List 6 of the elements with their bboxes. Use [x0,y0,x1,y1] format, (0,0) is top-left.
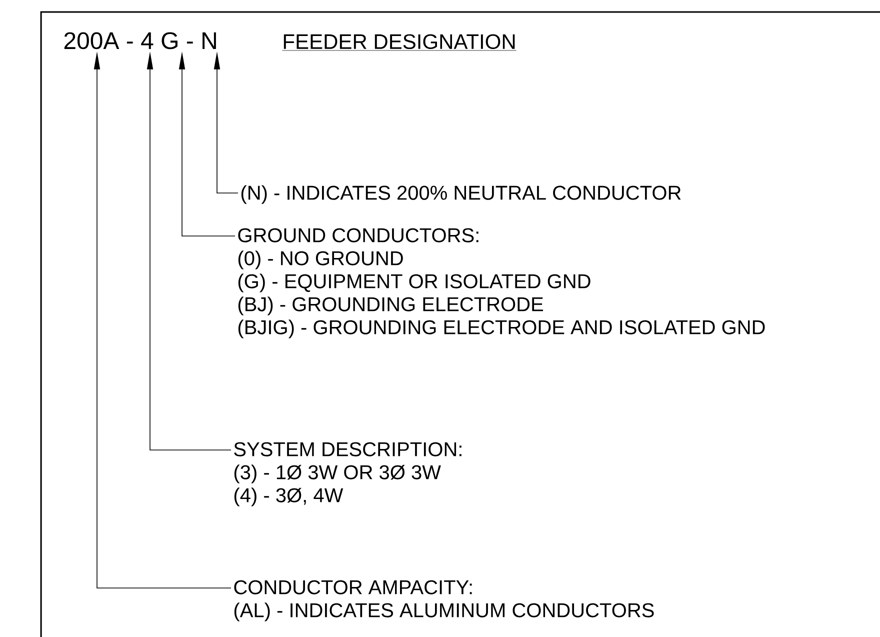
feeder-code: 200A - 4 G - N [64,32,216,50]
title: FEEDER DESIGNATION [282,34,517,51]
description-text: GROUND CONDUCTORS: (0) - NO GROUND (G) - EQUIPMENT OR ISOLATED GND (BJ) - GROUNDING ELECTRODE (BJIG) - GROUNDING ELECTRODE AND ISOLATED GND [238,228,765,338]
description-text: (N) - INDICATES 200% NEUTRAL CONDUCTOR [241,185,681,204]
description-text: CONDUCTOR AMPACITY: (AL) - INDICATES ALUMINUM CONDUCTORS [234,580,654,622]
description-text: SYSTEM DESCRIPTION: (3) - 1Ø 3W OR 3Ø 3W (4) - 3Ø, 4W [234,442,462,506]
